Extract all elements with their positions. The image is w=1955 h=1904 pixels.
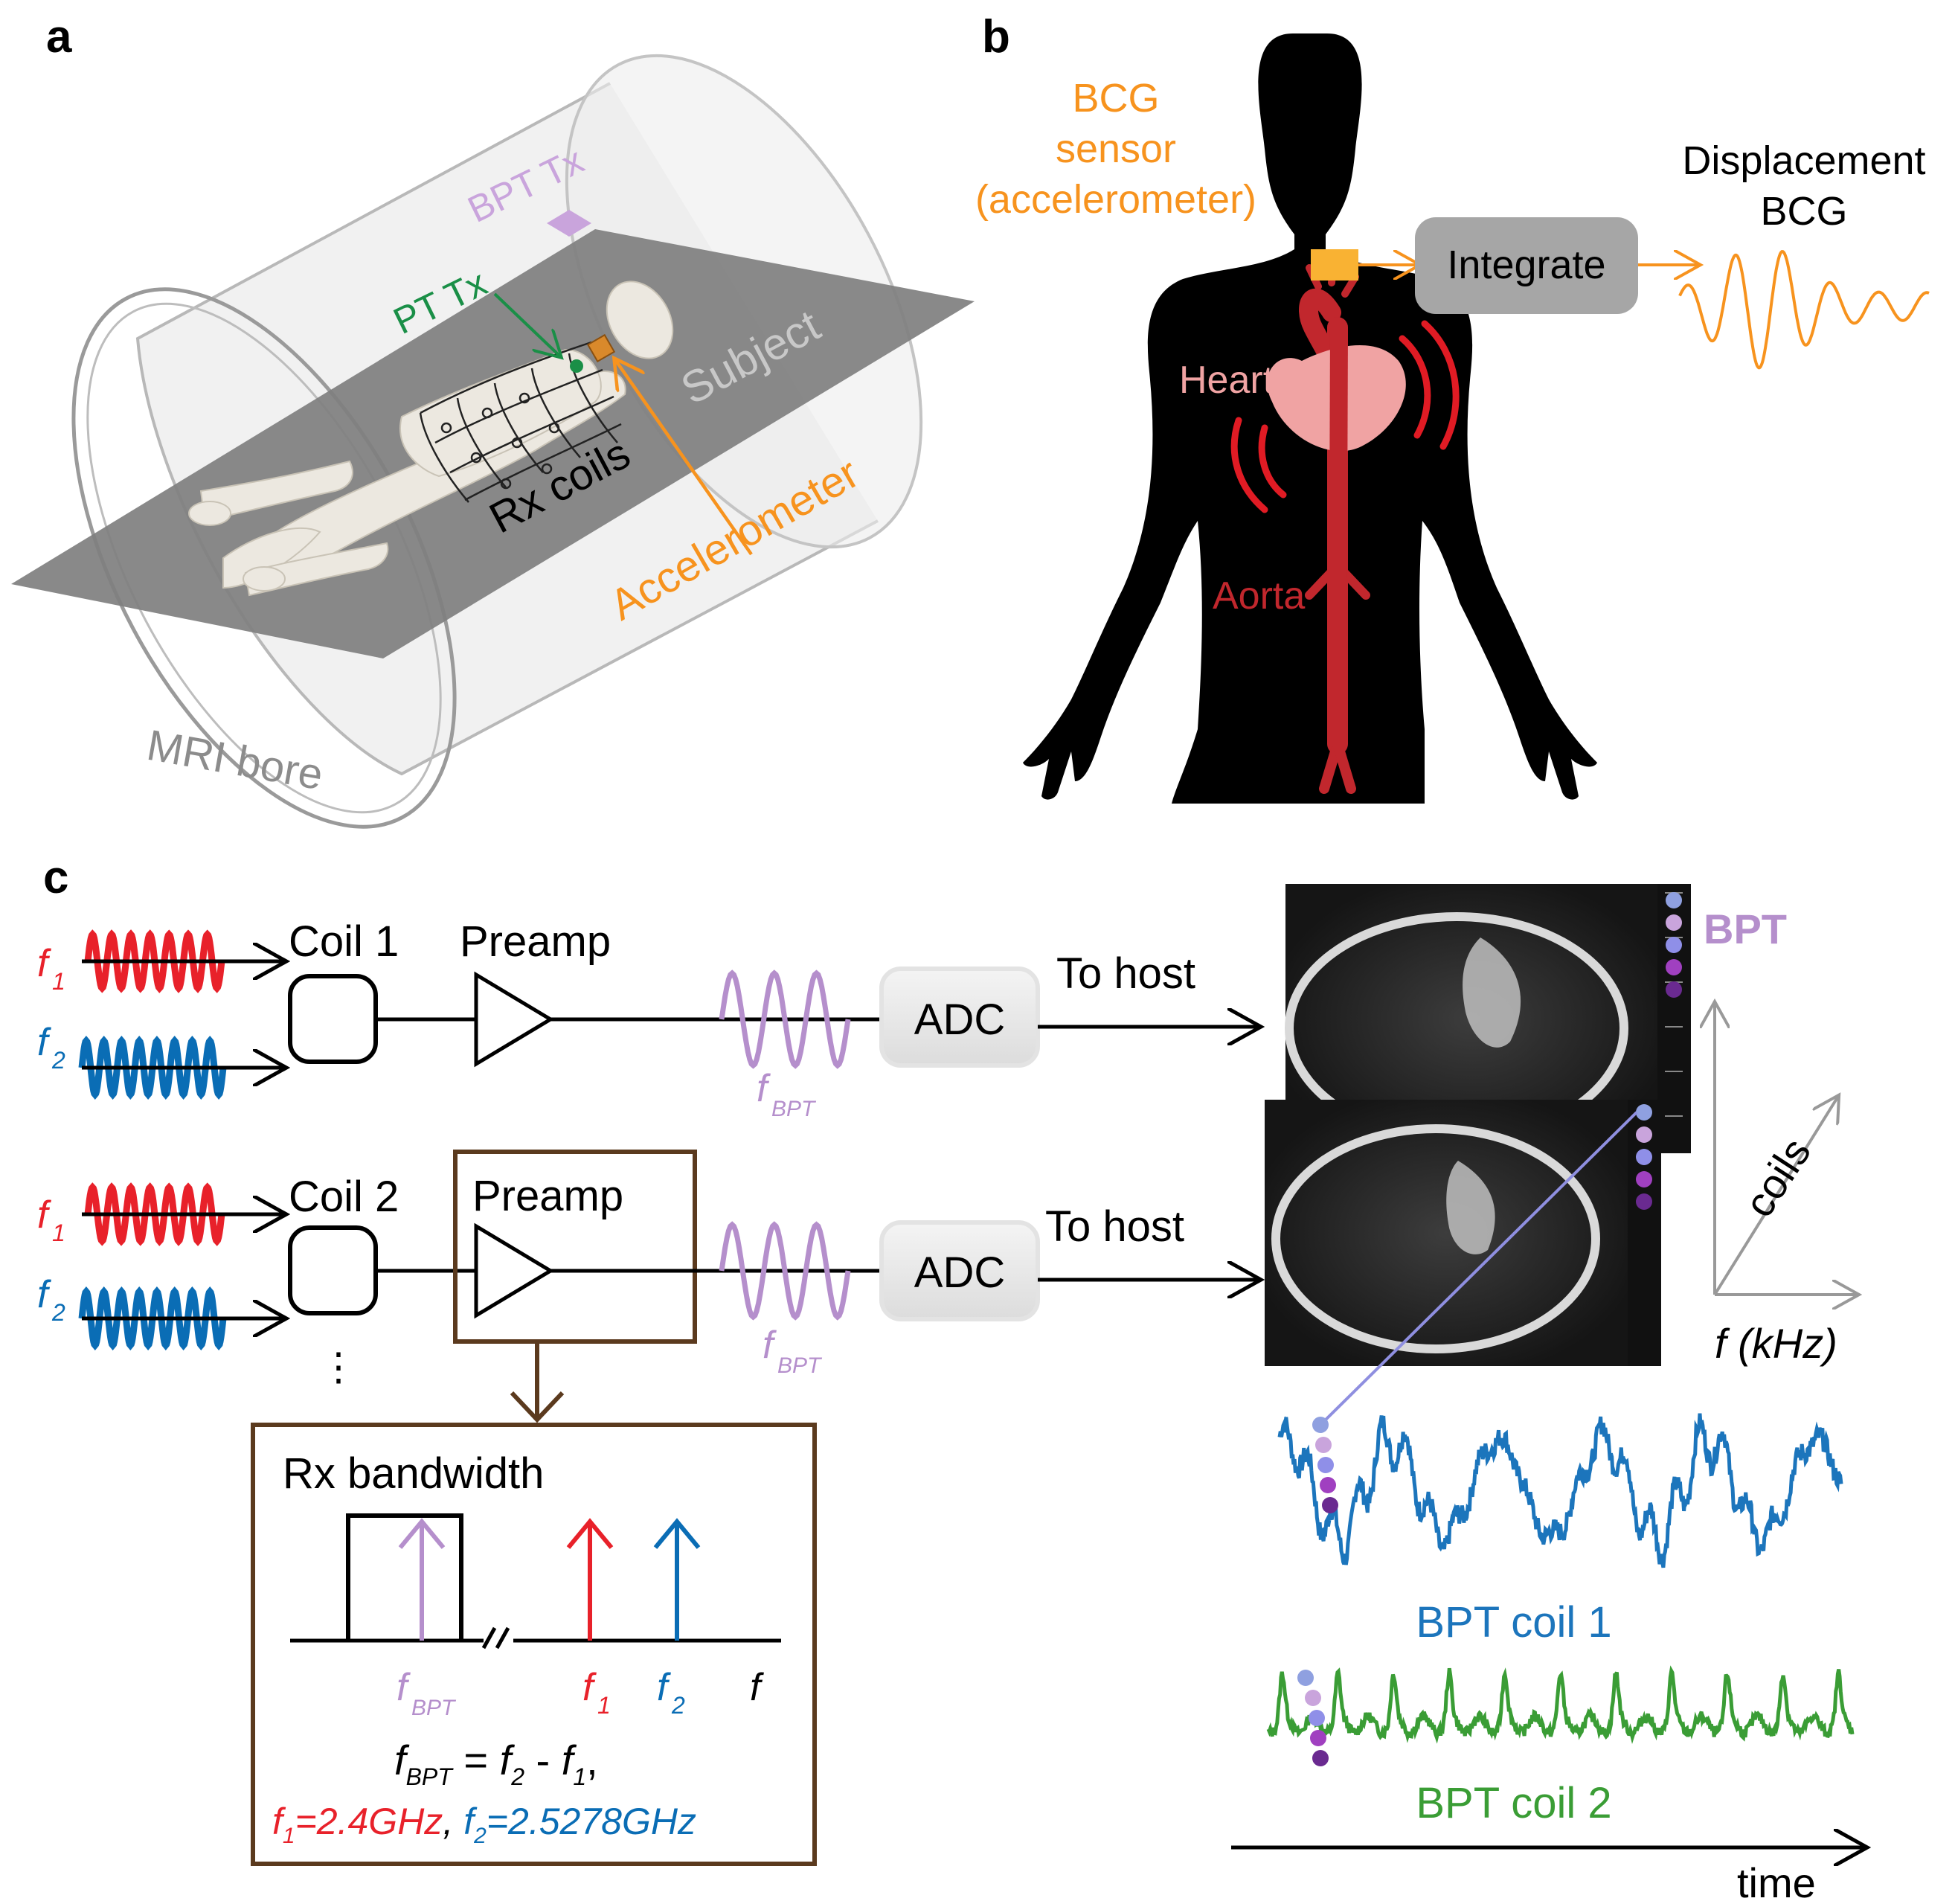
- bpt-dots-trace2: [1297, 1670, 1329, 1766]
- svg-text:1: 1: [597, 1692, 611, 1719]
- bpt-coil1-label: BPT coil 1: [1416, 1598, 1611, 1647]
- to-host2-label: To host: [1045, 1202, 1184, 1251]
- rx-bandwidth-title: Rx bandwidth: [283, 1449, 544, 1498]
- coil-frequency-axes: [1715, 1004, 1856, 1295]
- svg-text:f: f: [582, 1666, 597, 1709]
- accelerometer-arrow: [616, 361, 753, 556]
- preamp2-triangle: [474, 1222, 554, 1319]
- rx-bandwidth-box: [251, 1423, 817, 1866]
- pt-tx-marker: [570, 359, 583, 373]
- heart-label: Heart: [1179, 359, 1274, 402]
- svg-text:f: f: [37, 1193, 51, 1237]
- bpt-coil2-label: BPT coil 2: [1416, 1779, 1611, 1827]
- svg-text:2: 2: [671, 1692, 685, 1719]
- adc1-block: [879, 967, 1040, 1068]
- time-axis-label: time: [1737, 1859, 1816, 1900]
- f1-arrow: [566, 1518, 614, 1549]
- row1-f2-input: f 2: [37, 1021, 283, 1100]
- displacement-bcg-line2: BCG: [1760, 189, 1847, 234]
- adc2-block: [879, 1220, 1040, 1321]
- svg-text:2: 2: [51, 1047, 65, 1074]
- f2-arrow: [653, 1518, 701, 1549]
- freq-khz-axis-label: f (kHz): [1715, 1320, 1837, 1367]
- pt-tx-arrow: [493, 292, 559, 356]
- coil2-label: Coil 2: [289, 1173, 399, 1221]
- svg-text:BPT: BPT: [777, 1353, 823, 1378]
- panel-c: c f 1 f 2 Coil 1 Preamp f BPT ADC To hos…: [37, 852, 1863, 1904]
- preamp1-label: Preamp: [460, 917, 611, 966]
- preamp1-triangle: [474, 971, 554, 1068]
- bpt-dots-image1: [1666, 892, 1682, 998]
- mri-image-front: [1265, 1100, 1661, 1366]
- integrate-label: Integrate: [1447, 243, 1605, 287]
- passband-rect: [346, 1513, 463, 1641]
- panel-label-b: b: [982, 11, 1010, 62]
- zoom-arrow: [510, 1391, 565, 1423]
- svg-text:1: 1: [52, 968, 65, 995]
- subject-body: [188, 281, 674, 597]
- aorta-label: Aorta: [1213, 574, 1305, 618]
- bpt-coil2-trace: [1266, 1665, 1855, 1744]
- mri-bore-label: MRI bore: [144, 721, 327, 799]
- svg-text:f: f: [37, 1273, 51, 1316]
- coil1-box: [288, 974, 378, 1064]
- pulse-arcs: [1230, 320, 1460, 513]
- displacement-bcg-line1: Displacement: [1682, 138, 1925, 183]
- panel-a: a: [11, 11, 975, 829]
- row2-f1-input: f 1: [37, 1182, 283, 1246]
- rx-bandwidth-inset: Rx bandwidth f BPT f 1 f 2 f fBPT = f2 -…: [251, 1423, 817, 1866]
- row1-f1-input: f 1: [37, 929, 283, 995]
- adc1-label: ADC: [914, 996, 1005, 1044]
- bpt-label: BPT: [1704, 905, 1787, 952]
- svg-text:f: f: [757, 1067, 771, 1110]
- more-coils-ellipsis: ⋮: [319, 1346, 358, 1389]
- coil2-box: [288, 1225, 378, 1315]
- preamp2-highlight-box: [453, 1150, 697, 1344]
- fbpt-arrow: [398, 1518, 446, 1549]
- svg-text:BPT: BPT: [771, 1097, 817, 1121]
- svg-text:BPT: BPT: [411, 1696, 457, 1720]
- axis-break: [481, 1626, 497, 1650]
- adc2-label: ADC: [914, 1249, 1005, 1297]
- bcg-sensor-label-line1: BCG: [1072, 76, 1159, 121]
- bpt-dots-trace1: [1312, 1417, 1338, 1513]
- preamp2-label: Preamp: [472, 1172, 623, 1220]
- bpt-coil1-trace: [1277, 1413, 1843, 1568]
- svg-text:f: f: [397, 1666, 411, 1709]
- panel-b: b Heart Aorta BCG sensor: [975, 11, 1930, 804]
- bpt-dots-image2: [1636, 1104, 1652, 1210]
- coil1-label: Coil 1: [289, 917, 399, 966]
- accelerometer-marker: [586, 333, 616, 363]
- svg-text:f: f: [763, 1324, 777, 1367]
- fbpt-wave-row2: [719, 1221, 851, 1321]
- panel-label-a: a: [46, 11, 72, 62]
- svg-text:f: f: [657, 1666, 671, 1709]
- integrate-block: [1415, 217, 1638, 314]
- fbpt-wave-row1: [719, 969, 851, 1069]
- svg-text:f: f: [37, 1021, 51, 1064]
- row2-f2-input: f 2: [37, 1273, 283, 1351]
- bcg-sensor-box: [1311, 249, 1358, 281]
- bcg-sensor-label-line2: sensor: [1056, 126, 1176, 171]
- svg-text:f: f: [37, 942, 51, 985]
- bpt-tx-marker: [547, 210, 591, 237]
- bpt-to-trace-connector: [1319, 1111, 1638, 1426]
- svg-text:2: 2: [51, 1299, 65, 1326]
- svg-text:1: 1: [52, 1219, 65, 1246]
- freq-axis-label: f: [750, 1666, 764, 1709]
- to-host1-label: To host: [1056, 949, 1195, 998]
- bcg-sensor-label-line3: (accelerometer): [975, 177, 1256, 222]
- panel-label-c: c: [43, 852, 68, 903]
- displacement-bcg-waveform: [1678, 250, 1930, 370]
